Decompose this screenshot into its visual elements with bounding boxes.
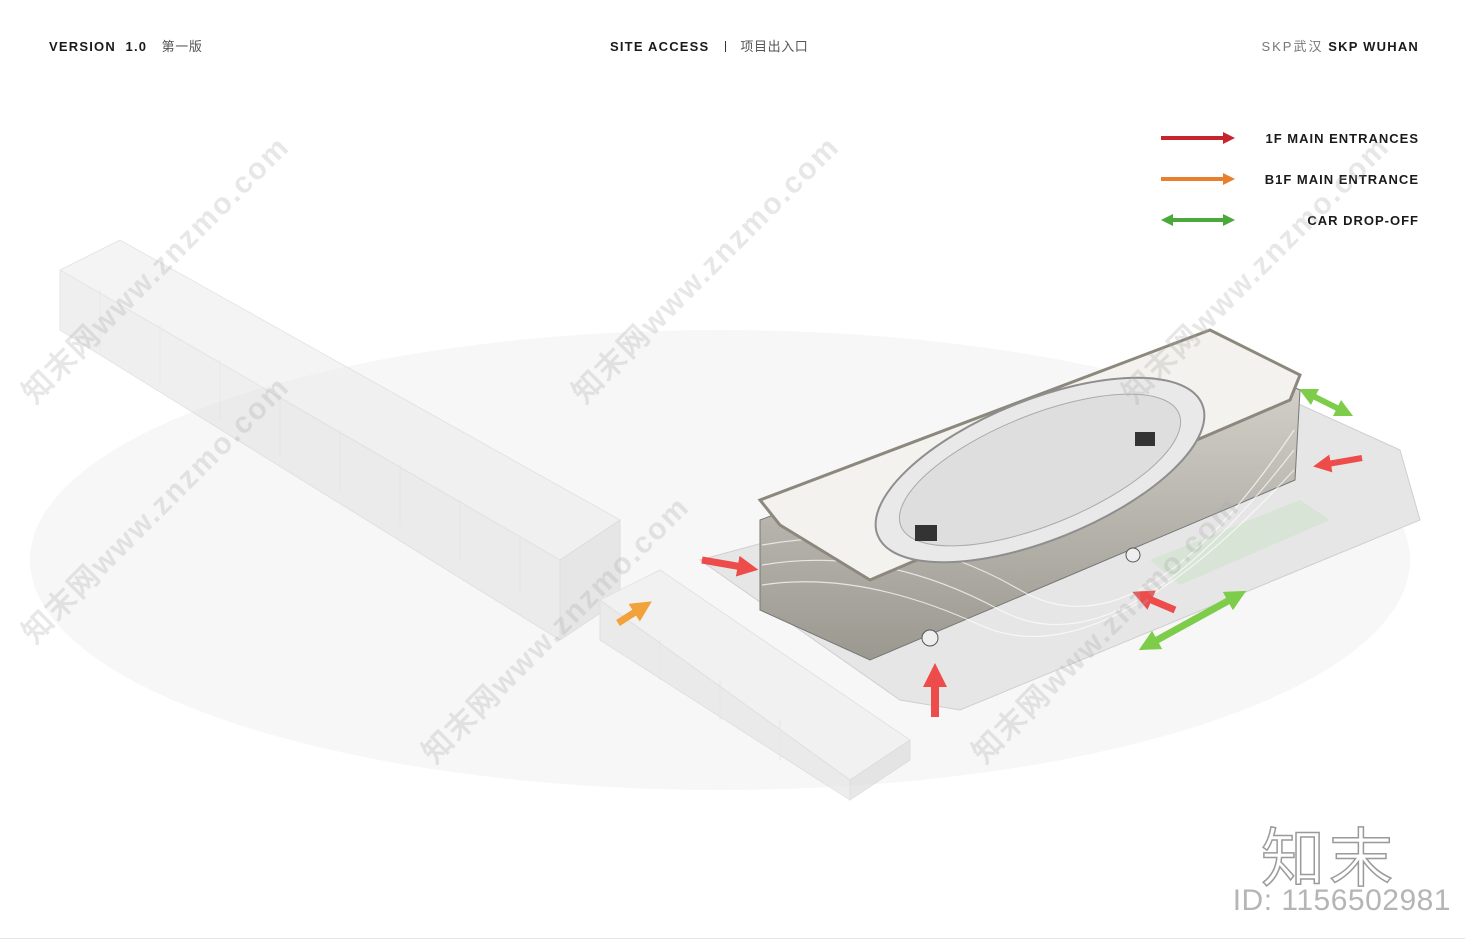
street-buildings [58, 239, 911, 801]
dropoff-arrow-east [1298, 388, 1354, 417]
version-label: VERSION 1.0 第一版 [49, 36, 202, 55]
red-arrow-icon [1161, 132, 1235, 144]
version-cn: 第一版 [161, 39, 203, 54]
legend-label: B1F MAIN ENTRANCE [1264, 172, 1419, 187]
entrance-1f-arrow-east [1313, 454, 1363, 473]
section-title: SITE ACCESS [610, 39, 710, 54]
bottom-divider [0, 938, 1465, 939]
project-label: SKP武汉 SKP WUHAN [1261, 36, 1419, 55]
watermark-logo: 知末 [1260, 822, 1397, 898]
legend-item-1f-main-entrances: 1F MAIN ENTRANCES [1159, 128, 1419, 169]
legend-label: 1F MAIN ENTRANCES [1265, 131, 1419, 146]
orange-arrow-icon [1161, 173, 1235, 185]
project-cn: SKP武汉 [1261, 39, 1324, 54]
legend-label: CAR DROP-OFF [1307, 213, 1419, 228]
version-text: VERSION [49, 39, 116, 54]
project-name: SKP WUHAN [1328, 39, 1419, 54]
entrance-1f-arrow-west [701, 555, 759, 577]
dropoff-arrow-south [1138, 590, 1247, 651]
page-title: SITE ACCESS 项目出入口 [610, 36, 808, 55]
green-double-arrow-icon [1161, 214, 1235, 226]
legend-item-b1f-main-entrance: B1F MAIN ENTRANCE [1159, 169, 1419, 210]
entrance-b1f-arrow [616, 601, 652, 626]
mall-building [757, 328, 1302, 661]
version-number: 1.0 [125, 39, 148, 54]
section-title-cn: 项目出入口 [740, 39, 809, 54]
legend-item-car-drop-off: CAR DROP-OFF [1159, 210, 1419, 251]
legend: 1F MAIN ENTRANCES B1F MAIN ENTRANCE CAR … [1159, 128, 1419, 251]
title-divider [725, 41, 727, 52]
watermark-id: ID: 1156502981 [1232, 884, 1451, 917]
